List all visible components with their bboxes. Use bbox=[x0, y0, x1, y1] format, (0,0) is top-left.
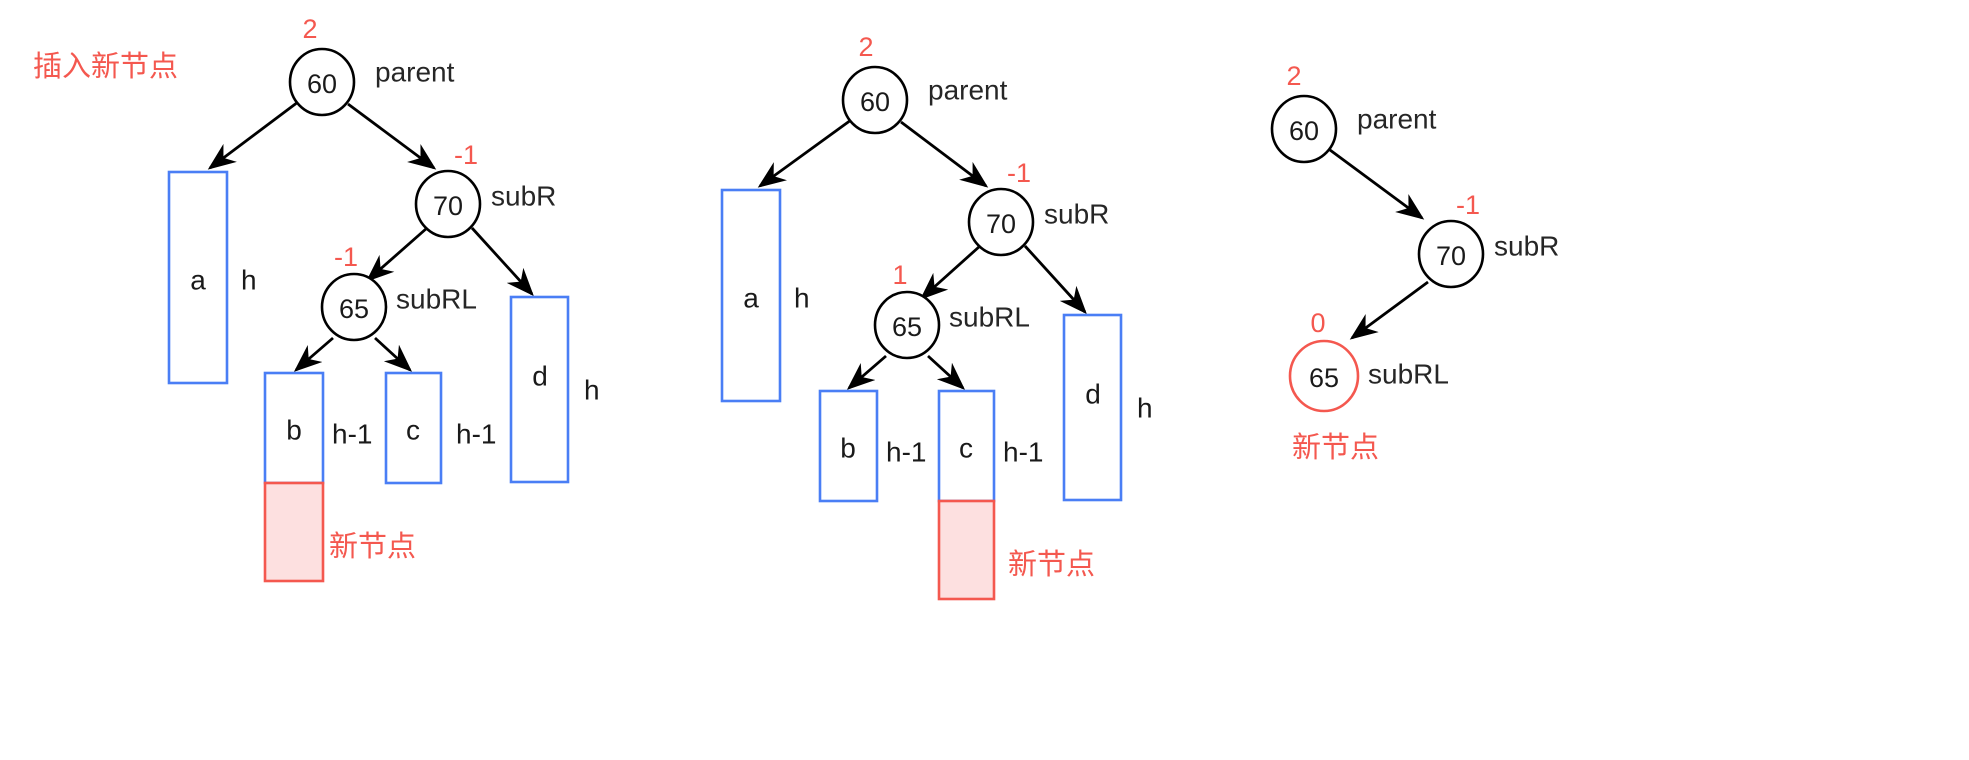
subtree-box-a-label-case-2: a bbox=[743, 282, 759, 313]
node-60-bf-case-3: 2 bbox=[1286, 61, 1301, 91]
node-65-role-case-1: subRL bbox=[396, 283, 477, 314]
new-node-label-case-3: 新节点 bbox=[1292, 430, 1379, 464]
node-65-bf-case-1: -1 bbox=[334, 242, 358, 272]
node-70-role-case-2: subR bbox=[1044, 198, 1109, 229]
edge-60-to-a-case-2 bbox=[757, 118, 852, 188]
new-node-block-case-1 bbox=[263, 481, 325, 583]
node-65-value-case-2: 65 bbox=[892, 312, 922, 342]
node-70-bf-case-2: -1 bbox=[1007, 158, 1031, 188]
node-70-role-case-1: subR bbox=[491, 180, 556, 211]
edge-65-to-c bbox=[374, 336, 413, 372]
subtree-box-b-height: h-1 bbox=[332, 418, 372, 449]
subtree-box-a-height: h bbox=[241, 264, 257, 295]
edge-65-to-b bbox=[293, 336, 334, 372]
node-70-case-2 bbox=[967, 187, 1035, 257]
subtree-box-a bbox=[167, 170, 229, 385]
caption-insert-new-node: 插入新节点 bbox=[33, 49, 178, 83]
node-60-value-case-2: 60 bbox=[860, 87, 890, 117]
node-60-case-3 bbox=[1270, 94, 1338, 164]
node-60-bf-case-2: 2 bbox=[858, 32, 873, 62]
node-60-case-1 bbox=[288, 47, 356, 117]
subtree-box-c-label-case-2: c bbox=[959, 432, 973, 463]
node-70-bf-case-1: -1 bbox=[454, 140, 478, 170]
node-65-value-case-3: 65 bbox=[1309, 363, 1339, 393]
subtree-box-d-height-case-2: h bbox=[1137, 392, 1153, 423]
node-65-case-3 bbox=[1288, 339, 1360, 413]
subtree-box-c-height-case-2: h-1 bbox=[1003, 436, 1043, 467]
subtree-box-b-height-case-2: h-1 bbox=[886, 436, 926, 467]
subtree-box-c bbox=[384, 371, 443, 485]
edge-60-to-70-case-2 bbox=[900, 120, 989, 188]
node-65-role-case-2: subRL bbox=[949, 301, 1030, 332]
node-60-value-case-3: 60 bbox=[1289, 116, 1319, 146]
node-65-case-1 bbox=[320, 272, 388, 342]
node-60-role-case-2: parent bbox=[928, 74, 1008, 105]
edge-70-to-65-case-3 bbox=[1349, 280, 1429, 340]
subtree-box-d-case-2 bbox=[1062, 313, 1123, 502]
edge-70-to-65-case-2 bbox=[919, 244, 981, 300]
edge-65-to-c-case-2 bbox=[927, 354, 966, 390]
node-70-value-case-3: 70 bbox=[1436, 241, 1466, 271]
subtree-box-a-height-case-2: h bbox=[794, 282, 810, 313]
node-70-value-case-2: 70 bbox=[986, 209, 1016, 239]
diagram-case-1: 插入新节点 a h b h-1 新节点 c h-1 d bbox=[33, 14, 600, 583]
subtree-box-d-height: h bbox=[584, 374, 600, 405]
node-70-role-case-3: subR bbox=[1494, 230, 1559, 261]
new-node-block-case-2 bbox=[937, 499, 996, 601]
diagram-case-3: 60 2 parent 70 -1 subR 65 0 subRL 新节点 bbox=[1270, 61, 1559, 464]
edge-60-to-70-case-3 bbox=[1329, 148, 1425, 220]
node-70-case-1 bbox=[414, 169, 482, 239]
node-60-value-case-1: 60 bbox=[307, 69, 337, 99]
subtree-box-b-case-2 bbox=[818, 389, 879, 503]
diagram-case-2: a h b h-1 c h-1 新节点 d h 60 2 parent 70 bbox=[720, 32, 1153, 601]
edge-70-to-d bbox=[470, 227, 534, 297]
node-60-bf-case-1: 2 bbox=[302, 14, 317, 44]
subtree-box-b-label: b bbox=[286, 414, 302, 445]
node-70-bf-case-3: -1 bbox=[1456, 190, 1480, 220]
edge-70-to-65 bbox=[365, 226, 428, 282]
node-65-value-case-1: 65 bbox=[339, 294, 369, 324]
node-70-case-3 bbox=[1417, 219, 1485, 289]
new-node-label-case-1: 新节点 bbox=[329, 529, 416, 563]
node-65-case-2 bbox=[873, 290, 941, 360]
subtree-box-d-label-case-2: d bbox=[1085, 378, 1101, 409]
subtree-box-d bbox=[509, 295, 570, 484]
node-60-role-case-3: parent bbox=[1357, 103, 1437, 134]
node-65-bf-case-3: 0 bbox=[1310, 308, 1325, 338]
subtree-box-c-height: h-1 bbox=[456, 418, 496, 449]
subtree-box-c-case-2 bbox=[937, 389, 996, 503]
node-60-case-2 bbox=[841, 65, 909, 135]
subtree-box-d-label: d bbox=[532, 360, 548, 391]
subtree-box-a-label: a bbox=[190, 264, 206, 295]
edge-60-to-a bbox=[207, 100, 299, 170]
edge-70-to-d-case-2 bbox=[1023, 245, 1087, 315]
subtree-box-a-case-2 bbox=[720, 188, 782, 403]
node-60-role-case-1: parent bbox=[375, 56, 455, 87]
node-65-role-case-3: subRL bbox=[1368, 358, 1449, 389]
node-65-bf-case-2: 1 bbox=[892, 260, 907, 290]
subtree-box-b-label-case-2: b bbox=[840, 432, 856, 463]
edge-60-to-70 bbox=[347, 102, 437, 170]
new-node-label-case-2: 新节点 bbox=[1008, 547, 1095, 581]
edge-65-to-b-case-2 bbox=[846, 354, 887, 390]
subtree-box-c-label: c bbox=[406, 414, 420, 445]
node-70-value-case-1: 70 bbox=[433, 191, 463, 221]
